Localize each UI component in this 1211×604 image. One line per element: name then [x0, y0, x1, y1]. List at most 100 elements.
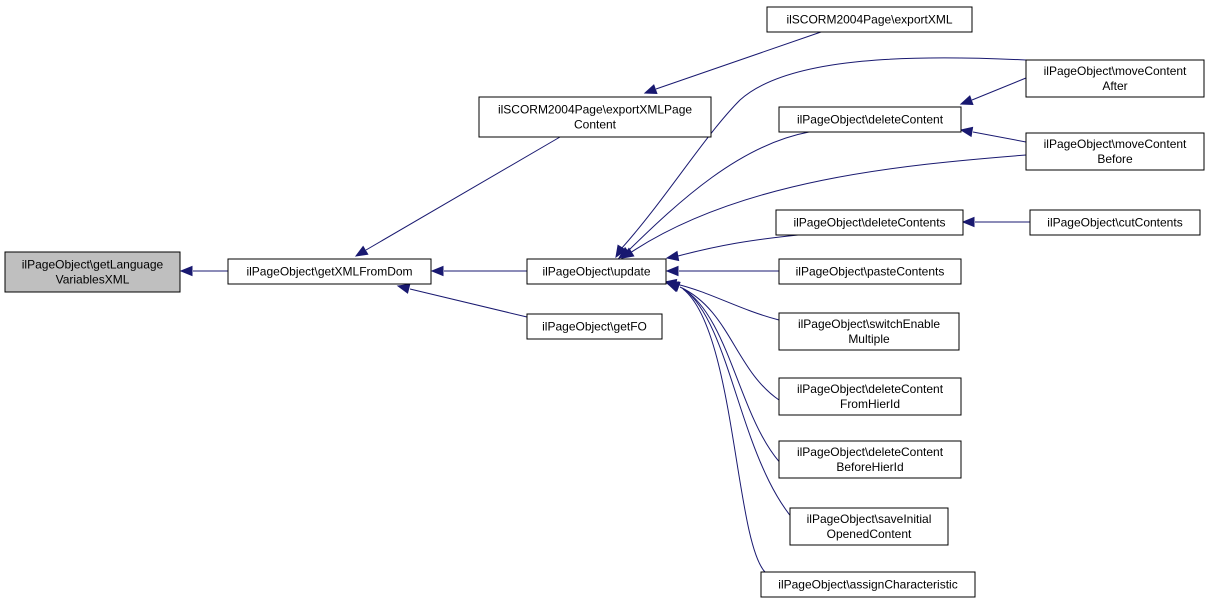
- node-label: After: [1102, 79, 1127, 93]
- node-label: VariablesXML: [56, 273, 130, 287]
- edge-exportXML-to-exportXMLPageContent: [643, 31, 822, 94]
- node-label: ilPageObject\deleteContent: [797, 445, 944, 459]
- node-box[interactable]: [766, 6, 973, 33]
- edge-line: [620, 57, 1027, 250]
- node-label: ilPageObject\pasteContents: [796, 265, 945, 279]
- edge-line: [626, 131, 810, 253]
- edge-arrowhead: [643, 84, 658, 94]
- node-box[interactable]: [526, 258, 667, 285]
- node-box[interactable]: [526, 313, 663, 340]
- node-label: ilPageObject\switchEnable: [798, 317, 940, 331]
- edge-arrowhead: [665, 250, 680, 262]
- node-label: ilPageObject\update: [542, 265, 650, 279]
- nodes-layer: ilPageObject\getLanguageVariablesXMLilPa…: [4, 6, 1205, 598]
- node-cutContents[interactable]: ilPageObject\cutContents: [1029, 209, 1201, 236]
- node-getFO[interactable]: ilPageObject\getFO: [526, 313, 663, 340]
- node-deleteContents[interactable]: ilPageObject\deleteContents: [775, 209, 964, 236]
- edge-arrowhead: [396, 283, 411, 294]
- edge-assignCharacteristic-to-update: [665, 282, 766, 573]
- node-update[interactable]: ilPageObject\update: [526, 258, 667, 285]
- edge-line: [682, 288, 766, 573]
- node-pasteContents[interactable]: ilPageObject\pasteContents: [778, 258, 962, 285]
- node-label: ilPageObject\moveContent: [1044, 137, 1187, 151]
- edge-arrowhead: [430, 265, 444, 277]
- node-box[interactable]: [1025, 59, 1205, 98]
- node-label: ilSCORM2004Page\exportXMLPage: [498, 103, 692, 117]
- node-box[interactable]: [778, 106, 962, 133]
- edge-arrowhead: [665, 265, 679, 277]
- node-box[interactable]: [775, 209, 964, 236]
- edge-moveContentBefore-to-deleteContent: [959, 126, 1027, 143]
- node-label: ilPageObject\deleteContent: [797, 113, 944, 127]
- node-label: ilPageObject\getXMLFromDom: [246, 265, 412, 279]
- node-deleteContent[interactable]: ilPageObject\deleteContent: [778, 106, 962, 133]
- node-label: BeforeHierId: [836, 460, 903, 474]
- node-box[interactable]: [478, 96, 712, 138]
- node-assignCharacteristic[interactable]: ilPageObject\assignCharacteristic: [760, 571, 976, 598]
- node-label: ilPageObject\deleteContents: [793, 216, 945, 230]
- edge-deleteContent-to-update: [617, 131, 810, 259]
- edge-deleteContents-to-update: [665, 234, 799, 262]
- node-label: Before: [1097, 152, 1133, 166]
- edge-arrowhead: [959, 126, 974, 138]
- edge-moveContentAfter-to-deleteContent: [959, 77, 1027, 105]
- node-box[interactable]: [789, 507, 949, 546]
- edge-line: [971, 77, 1027, 101]
- edge-line: [409, 288, 528, 318]
- edge-switchEnableMultiple-to-update: [663, 278, 780, 321]
- edge-line: [675, 283, 780, 321]
- edge-exportXMLPageContent-to-getXMLFromDom: [354, 136, 561, 257]
- edge-moveContentBefore-to-update: [620, 154, 1027, 259]
- node-box[interactable]: [4, 251, 181, 293]
- edge-pasteContents-to-update: [665, 265, 779, 277]
- edge-line: [679, 286, 780, 401]
- node-box[interactable]: [760, 571, 976, 598]
- edge-line: [655, 31, 822, 90]
- node-exportXML[interactable]: ilSCORM2004Page\exportXML: [766, 6, 973, 33]
- node-label: ilPageObject\getFO: [542, 320, 647, 334]
- edge-cutContents-to-deleteContents: [961, 216, 1030, 228]
- edge-line: [365, 136, 561, 251]
- edge-arrowhead: [620, 247, 635, 259]
- node-box[interactable]: [1029, 209, 1201, 236]
- node-box[interactable]: [227, 258, 432, 285]
- node-box[interactable]: [778, 258, 962, 285]
- node-label: ilPageObject\saveInitial: [807, 512, 932, 526]
- edge-update-to-getXMLFromDom: [430, 265, 527, 277]
- edge-arrowhead: [179, 265, 193, 277]
- edge-arrowhead: [961, 216, 975, 228]
- edge-line: [972, 131, 1027, 143]
- node-label: ilPageObject\getLanguage: [22, 258, 164, 272]
- edge-arrowhead: [665, 282, 680, 292]
- node-label: ilPageObject\assignCharacteristic: [778, 578, 957, 592]
- node-label: FromHierId: [840, 397, 900, 411]
- edge-deleteContentBeforeHierId-to-update: [666, 281, 798, 479]
- node-label: ilSCORM2004Page\exportXML: [786, 13, 952, 27]
- node-label: OpenedContent: [827, 527, 912, 541]
- node-label: ilPageObject\deleteContent: [797, 382, 944, 396]
- edge-getFO-to-getXMLFromDom: [396, 283, 528, 318]
- node-box[interactable]: [778, 440, 962, 479]
- node-box[interactable]: [1025, 132, 1205, 171]
- node-label: ilPageObject\cutContents: [1047, 216, 1182, 230]
- node-label: Multiple: [848, 332, 890, 346]
- edge-arrowhead: [354, 245, 369, 257]
- edge-line: [681, 287, 798, 479]
- node-box[interactable]: [778, 377, 962, 416]
- node-getXMLFromDom[interactable]: ilPageObject\getXMLFromDom: [227, 258, 432, 285]
- edge-line: [629, 154, 1027, 254]
- node-box[interactable]: [778, 312, 960, 351]
- edges-layer: [179, 31, 1030, 573]
- edge-moveContentAfter-to-update: [615, 57, 1027, 259]
- edge-line: [677, 234, 799, 257]
- edge-getXMLFromDom-to-root: [179, 265, 228, 277]
